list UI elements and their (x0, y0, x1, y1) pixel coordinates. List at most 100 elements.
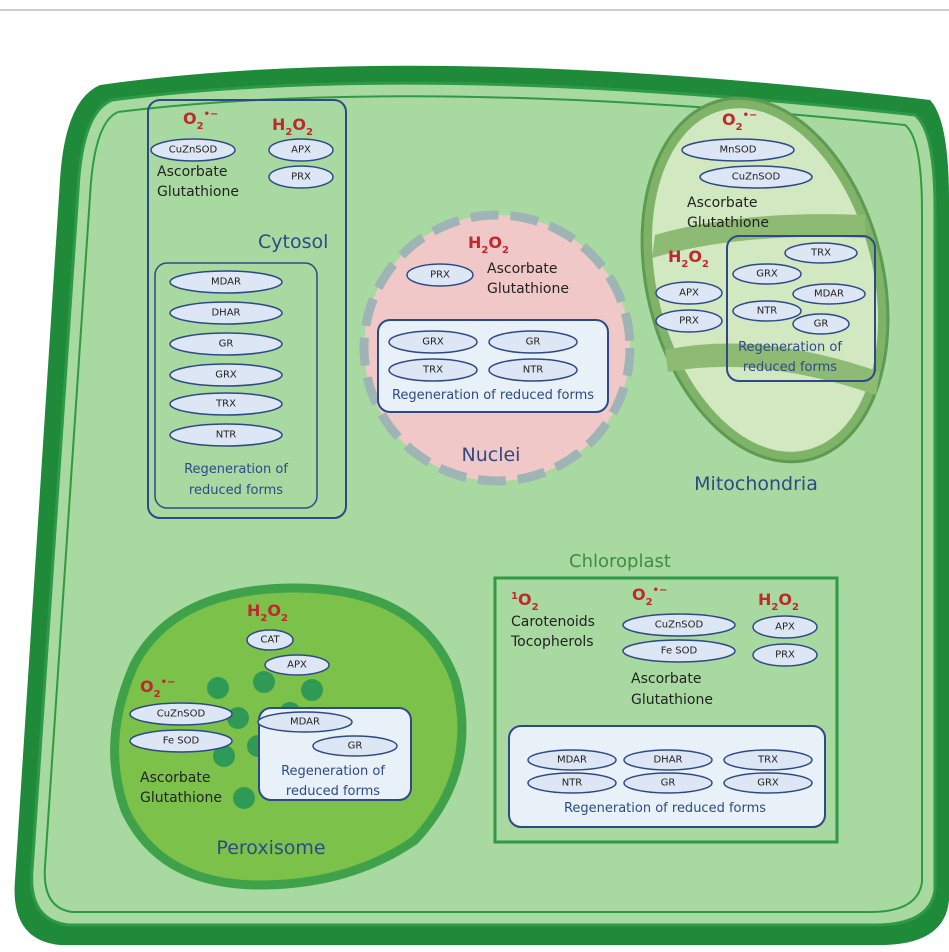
mitochondria-title: Mitochondria (694, 473, 818, 495)
mito-h2o2: H2O2 (668, 247, 709, 270)
antioxidant-label: Ascorbate (631, 671, 701, 687)
enzyme-label: MnSOD (720, 145, 757, 156)
enzyme-label: TRX (810, 248, 831, 259)
antioxidant-label: Glutathione (631, 692, 713, 708)
enzyme-label: NTR (523, 365, 544, 376)
enzyme-label: Fe SOD (661, 646, 698, 657)
enzyme-apx (268, 138, 334, 162)
regen-label: reduced forms (189, 483, 283, 498)
enzyme-grx (169, 363, 283, 387)
cytosol-title: Cytosol (258, 231, 328, 253)
enzyme-dhar (169, 301, 283, 325)
cytosol-regen-box (154, 262, 318, 509)
enzyme-label: GRX (757, 778, 779, 789)
enzyme-gr (623, 772, 713, 794)
nucleus-compartment: H2O2 PRX Ascorbate Glutathione GRX GR TR… (359, 210, 635, 486)
enzyme-label: NTR (562, 778, 583, 789)
enzyme-label: APX (679, 288, 699, 299)
enzyme-gr (792, 313, 850, 335)
cytosol-h2o2: H2O2 (272, 115, 313, 138)
enzyme-label: GR (526, 337, 541, 348)
regen-label: Regeneration of reduced forms (564, 801, 766, 816)
enzyme-label: TRX (757, 755, 778, 766)
enzyme-cuznsod (129, 702, 233, 726)
enzyme-label: CAT (260, 635, 280, 646)
enzyme-label: DHAR (211, 308, 240, 319)
enzyme-label: APX (775, 622, 795, 633)
enzyme-cuznsod (622, 613, 736, 637)
enzyme-mdar (792, 283, 866, 305)
enzyme-label: TRX (215, 399, 236, 410)
antioxidant-label: Glutathione (140, 790, 222, 806)
enzyme-apx (752, 615, 818, 639)
antioxidant-label: Glutathione (487, 281, 569, 297)
enzyme-ntr (169, 423, 283, 447)
enzyme-prx (752, 643, 818, 667)
enzyme-ntr (527, 772, 617, 794)
enzyme-mnsod (681, 138, 795, 162)
enzyme-label: DHAR (653, 755, 682, 766)
enzyme-label: APX (291, 145, 311, 156)
nucleus-h2o2: H2O2 (468, 233, 509, 256)
regen-label: Regeneration of (281, 764, 385, 779)
chloro-singlet-oxygen: 1O2 (511, 590, 539, 613)
enzyme-label: CuZnSOD (732, 172, 781, 183)
enzyme-cuznsod (150, 138, 236, 162)
enzyme-label: NTR (216, 430, 237, 441)
peroxisome-title: Peroxisome (216, 837, 325, 859)
chloroplast-title: Chloroplast (569, 551, 671, 572)
enzyme-label: Fe SOD (163, 736, 200, 747)
regen-label: reduced forms (286, 784, 380, 799)
perox-h2o2: H2O2 (247, 601, 288, 624)
regen-label: Regeneration of (738, 340, 842, 355)
cytosol-box (147, 99, 347, 519)
enzyme-trx (784, 242, 858, 264)
enzyme-cuznsod (699, 165, 813, 189)
enzyme-mdar (527, 749, 617, 771)
enzyme-label: TRX (422, 365, 443, 376)
enzyme-label: GRX (756, 269, 778, 280)
enzyme-label: NTR (757, 306, 778, 317)
antioxidant-label: Glutathione (157, 184, 239, 200)
enzyme-label: MDAR (557, 755, 587, 766)
antioxidant-label: Ascorbate (140, 770, 210, 786)
enzyme-label: CuZnSOD (655, 620, 704, 631)
nuclei-title: Nuclei (462, 444, 521, 466)
enzyme-gr (169, 332, 283, 356)
enzyme-label: MDAR (211, 277, 241, 288)
enzyme-gr (488, 330, 578, 354)
chloroplast-box (493, 576, 839, 844)
enzyme-label: GR (814, 319, 829, 330)
peroxisome-compartment: H2O2 CAT APX O2•− CuZnSOD Fe SOD Ascorba… (110, 583, 467, 890)
crystalloid-dot (207, 677, 229, 699)
enzyme-grx (388, 330, 478, 354)
plasma-membrane (43, 95, 923, 913)
mito-regen-box (726, 235, 876, 382)
enzyme-label: GRX (215, 370, 237, 381)
enzyme-label: PRX (291, 172, 311, 183)
enzyme-label: PRX (775, 650, 795, 661)
mitochondria-compartment: O2•− MnSOD CuZnSOD Ascorbate Glutathione… (640, 96, 890, 495)
enzyme-label: GR (348, 741, 363, 752)
enzyme-label: CuZnSOD (157, 709, 206, 720)
enzyme-trx (723, 749, 813, 771)
enzyme-dhar (623, 749, 713, 771)
enzyme-label: GRX (422, 337, 444, 348)
regen-label: Regeneration of reduced forms (392, 388, 594, 403)
enzyme-label: CuZnSOD (169, 145, 218, 156)
enzyme-fesod (129, 729, 233, 753)
antioxidant-label: Ascorbate (687, 195, 757, 211)
chloro-h2o2: H2O2 (758, 590, 799, 613)
enzyme-label: PRX (679, 316, 699, 327)
enzyme-trx (169, 392, 283, 416)
enzyme-ntr (488, 358, 578, 382)
enzyme-prx (406, 263, 474, 287)
enzyme-mdar (257, 711, 353, 733)
enzyme-apx (655, 281, 723, 305)
antioxidant-label: Glutathione (687, 215, 769, 231)
chloroplast-compartment: Chloroplast 1O2 Carotenoids Tocopherols … (493, 551, 839, 844)
enzyme-cat (246, 629, 294, 651)
enzyme-label: MDAR (814, 289, 844, 300)
